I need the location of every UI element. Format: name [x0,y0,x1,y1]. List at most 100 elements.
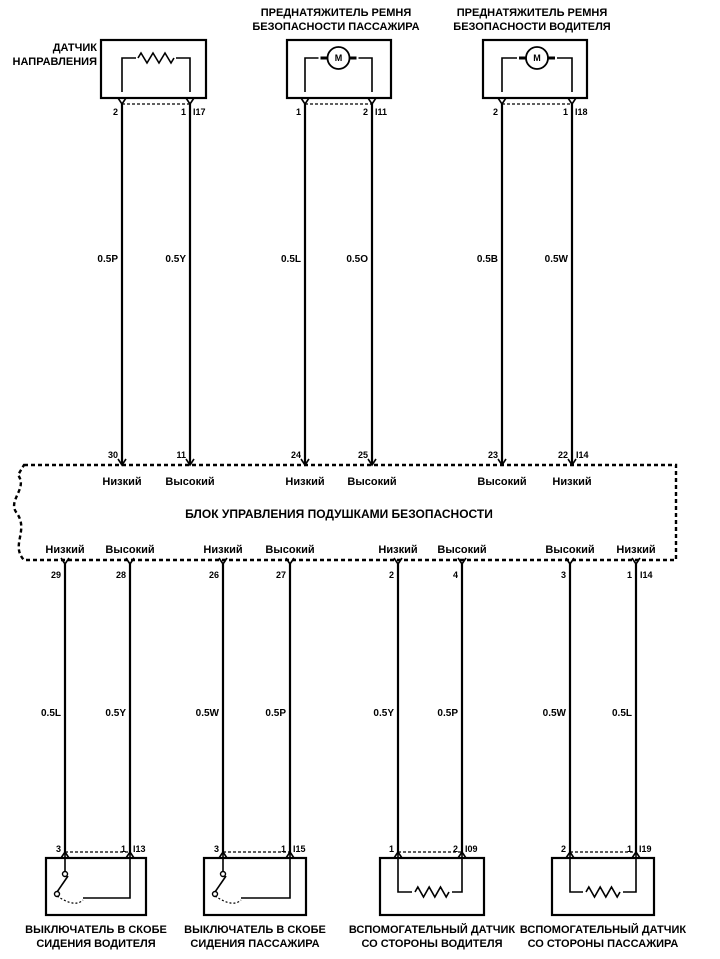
signal-level: Высокий [477,476,526,488]
pin-number: 2 [561,844,566,854]
component-box [44,856,148,917]
pin-number: 2 [113,107,118,117]
pin-number: 3 [56,844,61,854]
signal-level: Низкий [378,544,417,556]
ecu-pin-number: 28 [116,570,126,580]
signal-level: Низкий [552,476,591,488]
pin-number: 2 [493,107,498,117]
signal-level: Низкий [285,476,324,488]
pin-arrow [60,557,70,566]
pin-arrow [457,557,467,566]
ecu-pin-number: 3 [561,570,566,580]
pin-number: 2 [363,107,368,117]
ecu-pin-number: 27 [276,570,286,580]
signal-level: Низкий [616,544,655,556]
internal-circuit [83,852,131,899]
signal-level: Высокий [437,544,486,556]
wire-code: 0.5P [437,708,458,719]
signal-level: Низкий [203,544,242,556]
ecu-pin-number: 11 [176,450,186,460]
pin-arrow [185,458,195,467]
wire-code: 0.5Y [105,708,126,719]
signal-level: Высокий [165,476,214,488]
pin-arrow [567,458,577,467]
connector-id: I13 [133,844,146,854]
wire-code: 0.5L [41,708,61,719]
wire-code: 0.5W [543,708,567,719]
component-label: БЕЗОПАСНОСТИ ВОДИТЕЛЯ [453,21,611,33]
component-label: СИДЕНИЯ ВОДИТЕЛЯ [36,938,155,950]
switch-icon [214,875,227,893]
pin-number: 1 [627,844,632,854]
pin-arrow [300,458,310,467]
connector-id: I17 [193,107,206,117]
wire-code: 0.5P [97,254,118,265]
resistor-icon [137,51,175,65]
ecu-connector-id: I14 [640,570,653,580]
component-label: СИДЕНИЯ ПАССАЖИРА [190,938,319,950]
switch-contact [61,870,69,878]
ecu-pin-number: 26 [209,570,219,580]
pin-number: 1 [389,844,394,854]
signal-level: Высокий [347,476,396,488]
ecu-pin-number: 2 [389,570,394,580]
pin-arrow [300,97,310,106]
component-box [481,38,589,100]
pin-arrow [631,557,641,566]
component-label: ВЫКЛЮЧАТЕЛЬ В СКОБЕ [184,924,326,936]
connector-id: I11 [375,107,387,117]
component-box [378,856,486,917]
pin-arrow [218,557,228,566]
ecu-pin-number: 29 [51,570,61,580]
pin-number: 1 [563,107,568,117]
ecu-outline [12,463,678,562]
wire-code: 0.5Y [373,708,394,719]
pin-arrow [367,97,377,106]
pin-arrow [393,557,403,566]
ecu-title: БЛОК УПРАВЛЕНИЯ ПОДУШКАМИ БЕЗОПАСНОСТИ [185,507,493,521]
pin-number: 1 [296,107,301,117]
pin-number: 1 [281,844,286,854]
switch-link [214,895,242,904]
switch-contact [219,870,227,878]
wire-code: 0.5W [196,708,220,719]
pin-arrow [117,458,127,467]
pin-arrow [367,458,377,467]
pin-arrow [567,97,577,106]
connector-id: I15 [293,844,306,854]
pin-arrow [185,97,195,106]
signal-level: Высокий [545,544,594,556]
signal-level: Высокий [265,544,314,556]
wire-code: 0.5L [612,708,632,719]
component-box [99,38,208,100]
component-label: ПРЕДНАТЯЖИТЕЛЬ РЕМНЯ [261,7,412,19]
ecu-connector-id: I14 [576,450,589,460]
switch-icon [56,875,69,893]
component-label: ДАТЧИК [53,42,98,54]
wire-code: 0.5W [545,254,569,265]
motor-letter: M [533,53,541,63]
pin-number: 2 [453,844,458,854]
ecu-pin-number: 30 [108,450,118,460]
switch-contact [211,890,219,898]
component-label: ПРЕДНАТЯЖИТЕЛЬ РЕМНЯ [457,7,608,19]
switch-link [56,895,84,904]
driver-pretensioner: ПРЕДНАТЯЖИТЕЛЬ РЕМНЯ БЕЗОПАСНОСТИ ВОДИТЕЛ… [453,7,611,488]
wire-code: 0.5Y [165,254,186,265]
signal-level: Низкий [45,544,84,556]
internal-circuit [241,852,291,899]
ecu-pin-number: 4 [453,570,458,580]
component-label: НАПРАВЛЕНИЯ [13,56,98,68]
switch-contact [53,890,61,898]
component-box [550,856,656,917]
pin-arrow [125,557,135,566]
wire-code: 0.5B [477,254,498,265]
component-label: ВСПОМОГАТЕЛЬНЫЙ ДАТЧИК [349,923,516,936]
pin-arrow [285,557,295,566]
pin-arrow [497,458,507,467]
